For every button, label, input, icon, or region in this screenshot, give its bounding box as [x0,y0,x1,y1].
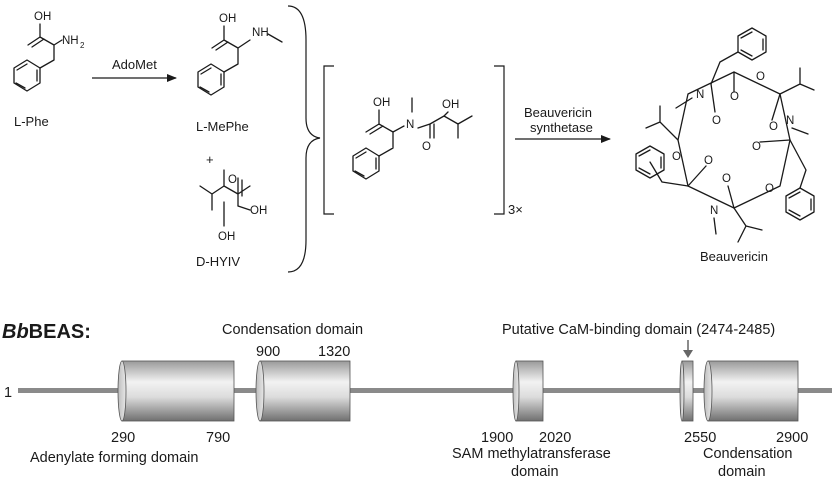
carbonyl-o6: O [722,173,731,185]
ring-o2-atom: O [765,183,774,195]
adenylate-domain-start: 290 [111,430,135,446]
condensation-domain-2-name-line1: Condensation [703,446,793,462]
svg-text:2: 2 [80,41,85,50]
l-mephe-nh-atom: NH [252,27,269,39]
carbonyl-o5: O [704,155,713,167]
adenylate-forming-domain-block [117,360,235,422]
svg-text:NH: NH [62,35,79,47]
sam-domain-name-line1: SAM methylatransferase [452,446,611,462]
repeat-label: 3× [508,202,523,217]
condensation-domain-1-block [255,360,351,422]
dipeptidol-n-atom: N [406,119,414,131]
cam-binding-domain-name: Putative CaM-binding domain (2474-2485) [502,322,775,338]
ring-n2-atom: N [786,115,794,127]
condensation-domain-1-name: Condensation domain [222,322,363,338]
bbbeas-title-rest: BEAS: [29,321,91,343]
protein-backbone [18,388,832,393]
ring-n3-atom: N [710,205,718,217]
adomet-label: AdoMet [112,57,157,72]
condensation-domain-2-name-line2: domain [718,464,766,480]
bbbeas-header: BbBEAS: [2,321,91,343]
carbonyl-o3: O [769,121,778,133]
sam-methyltransferase-domain-block [512,360,544,422]
carbonyl-o1: O [730,91,739,103]
l-phe-structure: OH NH 2 L-Phe [13,11,85,129]
condensation-domain-1-end: 1320 [318,344,350,360]
l-phe-nh2-atom: NH 2 [62,35,85,50]
l-phe-oh-atom: OH [34,11,51,23]
sam-domain-end: 2020 [539,430,571,446]
ring-o3-atom: O [672,151,681,163]
sequence-start-label: 1 [4,385,12,401]
dipeptidol-structure: OH N OH O [352,97,473,180]
d-hyiv-o-atom: O [228,174,237,186]
condensation-domain-2-end: 2900 [776,430,808,446]
condensation-domain-2-start: 2550 [684,430,716,446]
dipeptidol-oh2-atom: OH [442,99,459,111]
synthetase-arrow: Beauvericin synthetase [515,105,611,143]
ring-o1-atom: O [756,71,765,83]
l-mephe-structure: OH NH L-MePhe [196,13,283,134]
dipeptidol-o-atom: O [422,141,431,153]
carbonyl-o2: O [712,115,721,127]
curly-brace [287,5,321,273]
cam-binding-domain-block [679,360,694,422]
d-hyiv-oh-atom: OH [250,205,267,217]
svg-text:BbBEAS:: BbBEAS: [2,321,91,343]
adenylate-domain-end: 790 [206,430,230,446]
condensation-domain-2-block [703,360,799,422]
beauvericin-label: Beauvericin [700,249,768,264]
d-hyiv-oh2-atom: OH [218,231,235,243]
plus-sign: + [206,152,214,167]
l-mephe-oh-atom: OH [219,13,236,25]
d-hyiv-label: D-HYIV [196,254,240,269]
right-bracket [494,65,505,215]
cam-pointer-arrow [683,340,693,358]
l-phe-label: L-Phe [14,114,49,129]
enzyme-label-line1: Beauvericin [524,105,592,120]
left-bracket [323,65,334,215]
ring-n1-atom: N [696,89,704,101]
adenylate-domain-name: Adenylate forming domain [30,450,198,466]
bbbeas-title-italic: Bb [2,321,29,343]
enzyme-label-line2: synthetase [530,120,593,135]
l-mephe-label: L-MePhe [196,119,249,134]
beauvericin-structure: N O N O N O O O O O O O Beauvericin [635,27,815,264]
d-hyiv-structure: O OH OH D-HYIV [196,169,267,269]
sam-domain-start: 1900 [481,430,513,446]
sam-domain-name-line2: domain [511,464,559,480]
condensation-domain-1-start: 900 [256,344,280,360]
dipeptidol-oh-atom: OH [373,97,390,109]
methylation-arrow: AdoMet [92,57,177,82]
carbonyl-o4: O [752,141,761,153]
